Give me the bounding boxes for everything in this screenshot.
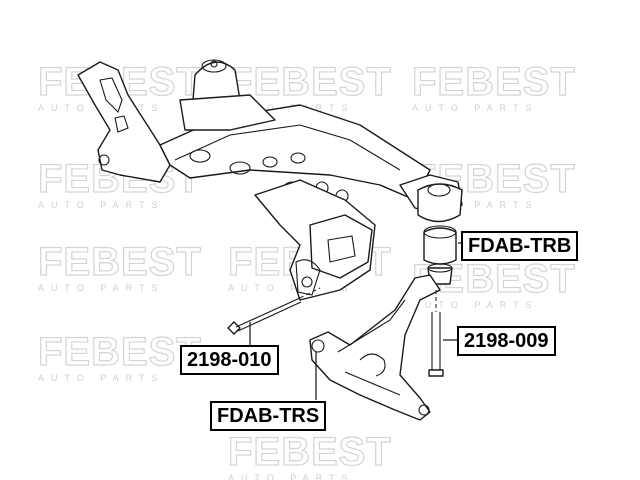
watermark-tagline: AUTO PARTS <box>412 300 539 310</box>
watermark-tagline: AUTO PARTS <box>38 283 165 293</box>
label-fdab-trb: FDAB-TRB <box>461 231 579 261</box>
bushing-trb-drawing <box>417 183 463 285</box>
bolt-2198-010-drawing <box>227 287 321 335</box>
watermark-tagline: AUTO PARTS <box>228 473 355 480</box>
label-2198-009: 2198-009 <box>457 326 556 356</box>
bolt-2198-009-drawing <box>428 290 444 377</box>
watermark-tagline: AUTO PARTS <box>412 200 539 210</box>
watermark-tagline: AUTO PARTS <box>228 283 355 293</box>
watermark-tagline: AUTO PARTS <box>38 200 165 210</box>
label-2198-010: 2198-010 <box>180 345 279 375</box>
watermark-brand: FEBEST <box>228 60 392 104</box>
watermark-brand: FEBEST <box>38 240 202 284</box>
control-arm-drawing <box>309 274 441 421</box>
watermark-brand: FEBEST <box>38 330 202 374</box>
label-fdab-trs: FDAB-TRS <box>210 401 327 431</box>
watermark-tagline: AUTO PARTS <box>412 103 539 113</box>
watermark-brand: FEBEST <box>228 430 392 474</box>
leader-lines <box>249 242 462 400</box>
watermark-tagline: AUTO PARTS <box>38 373 165 383</box>
watermark-brand: FEBEST <box>412 60 576 104</box>
